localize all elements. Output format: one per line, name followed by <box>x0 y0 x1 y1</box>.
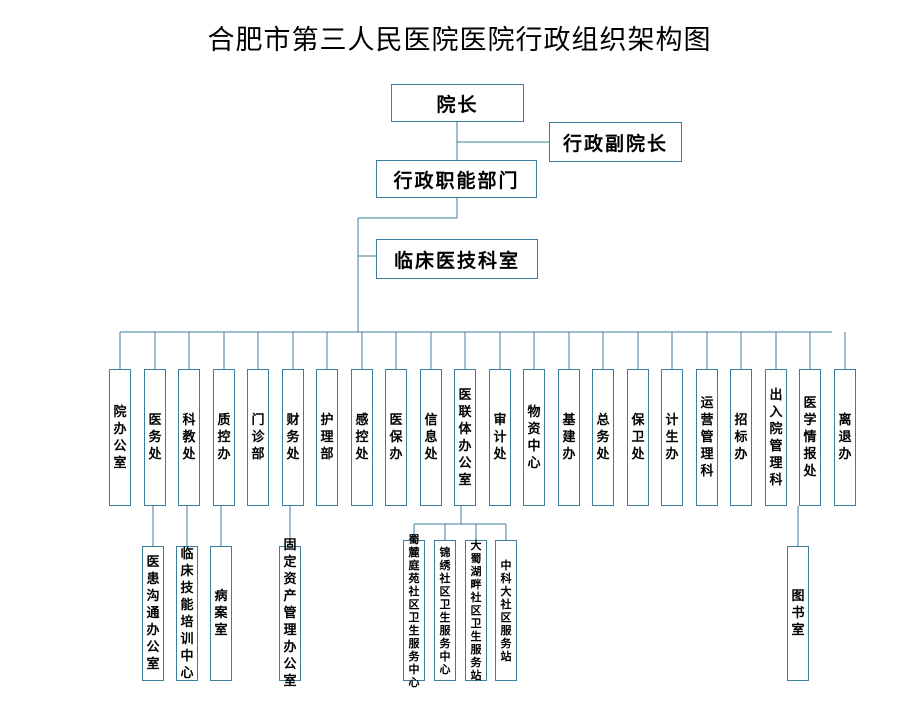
sub-unit-label: 中科大社区服务站 <box>500 558 512 663</box>
department-box: 医联体办公室 <box>454 369 476 506</box>
sub-unit-box: 中科大社区服务站 <box>495 540 517 681</box>
department-label: 保卫处 <box>631 413 645 462</box>
department-label: 计生办 <box>665 413 679 462</box>
vice-president-label: 行政副院长 <box>562 132 668 155</box>
sub-unit-label: 病案室 <box>214 589 228 638</box>
department-label: 招标办 <box>734 413 748 462</box>
department-label: 院办公室 <box>113 404 127 471</box>
department-box: 出入院管理科 <box>765 369 787 506</box>
department-label: 护理部 <box>320 413 334 462</box>
sub-unit-label: 固定资产管理办公室 <box>283 538 297 689</box>
department-box: 医务处 <box>144 369 166 506</box>
department-box: 医保办 <box>385 369 407 506</box>
department-box: 物资中心 <box>523 369 545 506</box>
sub-unit-label: 锦绣社区卫生服务中心 <box>439 545 451 676</box>
department-label: 质控办 <box>217 413 231 462</box>
sub-unit-box: 医患沟通办公室 <box>142 546 164 681</box>
department-box: 质控办 <box>213 369 235 506</box>
department-box: 护理部 <box>316 369 338 506</box>
clinical-box: 临床医技科室 <box>376 239 538 279</box>
department-box: 财务处 <box>282 369 304 506</box>
sub-unit-box: 锦绣社区卫生服务中心 <box>434 540 456 681</box>
department-label: 信息处 <box>424 413 438 462</box>
department-label: 医联体办公室 <box>458 387 472 488</box>
sub-unit-label: 临床技能培训中心 <box>180 546 194 681</box>
department-label: 审计处 <box>493 413 507 462</box>
department-box: 院办公室 <box>109 369 131 506</box>
department-box: 保卫处 <box>627 369 649 506</box>
clinical-label: 临床医技科室 <box>393 249 520 272</box>
department-box: 计生办 <box>661 369 683 506</box>
admin-dept-label: 行政职能部门 <box>393 169 520 192</box>
sub-unit-box: 图书室 <box>787 546 809 681</box>
department-box: 医学情报处 <box>799 369 821 506</box>
admin-dept-box: 行政职能部门 <box>376 160 537 198</box>
department-box: 感控处 <box>351 369 373 506</box>
department-label: 医保办 <box>389 413 403 462</box>
department-box: 科教处 <box>178 369 200 506</box>
sub-unit-box: 蜀麓庭苑社区卫生服务中心 <box>403 533 425 689</box>
sub-unit-label: 大蜀湖畔社区卫生服务站 <box>470 539 482 682</box>
sub-unit-label: 蜀麓庭苑社区卫生服务中心 <box>408 532 420 689</box>
president-label: 院长 <box>436 93 479 116</box>
sub-unit-box: 临床技能培训中心 <box>176 546 198 681</box>
department-box: 审计处 <box>489 369 511 506</box>
vice-president-box: 行政副院长 <box>549 122 682 162</box>
department-box: 招标办 <box>730 369 752 506</box>
sub-unit-box: 固定资产管理办公室 <box>279 538 301 689</box>
department-label: 基建办 <box>562 413 576 462</box>
department-label: 科教处 <box>182 413 196 462</box>
department-label: 物资中心 <box>527 404 541 471</box>
department-label: 总务处 <box>596 413 610 462</box>
department-label: 医学情报处 <box>803 396 817 479</box>
department-box: 基建办 <box>558 369 580 506</box>
department-box: 门诊部 <box>247 369 269 506</box>
sub-unit-box: 大蜀湖畔社区卫生服务站 <box>465 539 487 682</box>
department-label: 门诊部 <box>251 413 265 462</box>
chart-title: 合肥市第三人民医院医院行政组织架构图 <box>207 25 712 56</box>
department-box: 信息处 <box>420 369 442 506</box>
department-box: 运营管理科 <box>696 369 718 506</box>
department-box: 总务处 <box>592 369 614 506</box>
department-label: 运营管理科 <box>700 396 714 479</box>
department-label: 医务处 <box>148 413 162 462</box>
sub-unit-label: 图书室 <box>791 589 805 638</box>
sub-unit-box: 病案室 <box>210 546 232 681</box>
sub-unit-label: 医患沟通办公室 <box>146 555 160 672</box>
department-label: 离退办 <box>838 413 852 462</box>
department-label: 出入院管理科 <box>769 387 783 488</box>
department-label: 感控处 <box>355 413 369 462</box>
president-box: 院长 <box>391 84 524 122</box>
department-box: 离退办 <box>834 369 856 506</box>
department-label: 财务处 <box>286 413 300 462</box>
